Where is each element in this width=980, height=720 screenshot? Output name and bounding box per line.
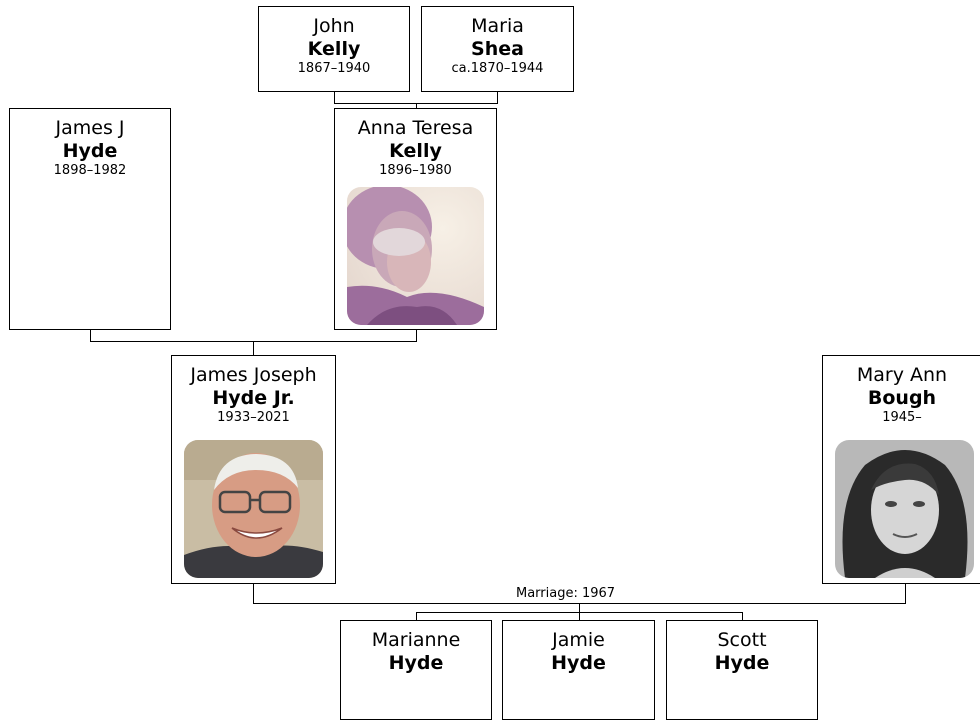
person-james-joseph-hyde-jr[interactable]: James Joseph Hyde Jr. 1933–2021	[171, 355, 336, 584]
life-dates: 1945–	[882, 410, 922, 425]
surname: Kelly	[389, 140, 442, 162]
surname: Kelly	[307, 38, 361, 60]
connector-line	[253, 341, 254, 355]
connector-line	[497, 92, 498, 104]
connector-line	[416, 330, 417, 342]
given-name: James J	[55, 117, 125, 139]
connector-line	[334, 92, 335, 104]
life-dates: 1896–1980	[379, 163, 452, 178]
surname: Hyde	[714, 652, 770, 674]
given-name: John	[313, 15, 355, 37]
surname: Hyde	[551, 652, 606, 674]
surname: Hyde Jr.	[212, 387, 295, 409]
life-dates: 1867–1940	[297, 61, 371, 76]
life-dates: ca.1870–1944	[451, 61, 544, 76]
connector-line	[253, 584, 254, 604]
marriage-label: Marriage: 1967	[514, 586, 618, 601]
life-dates: 1898–1982	[53, 163, 127, 178]
person-scott-hyde[interactable]: Scott Hyde	[666, 620, 818, 720]
connector-line	[905, 584, 906, 604]
portrait-elderly-woman-icon[interactable]	[347, 187, 484, 325]
surname: Hyde	[62, 140, 118, 162]
given-name: Mary Ann	[856, 364, 948, 386]
person-maria-shea[interactable]: Maria Shea ca.1870–1944	[421, 6, 574, 92]
connector-line	[579, 612, 580, 621]
given-name: Jamie	[552, 629, 605, 651]
surname: Bough	[867, 387, 937, 409]
connector-line	[742, 612, 743, 621]
person-james-j-hyde[interactable]: James J Hyde 1898–1982	[9, 108, 171, 330]
given-name: Anna Teresa	[357, 117, 474, 139]
person-john-kelly[interactable]: John Kelly 1867–1940	[258, 6, 410, 92]
connector-line	[579, 603, 580, 613]
portrait-young-woman-bw-icon[interactable]	[835, 440, 974, 578]
given-name: Scott	[717, 629, 767, 651]
connector-line	[90, 330, 91, 342]
connector-line	[416, 103, 417, 109]
connector-line	[416, 612, 417, 621]
person-mary-ann-bough[interactable]: Mary Ann Bough 1945–	[822, 355, 980, 584]
surname: Shea	[471, 38, 524, 60]
given-name: Marianne	[371, 629, 461, 651]
given-name: Maria	[471, 15, 524, 37]
surname: Hyde	[388, 652, 444, 674]
person-anna-teresa-kelly[interactable]: Anna Teresa Kelly 1896–1980	[334, 108, 497, 330]
portrait-elderly-man-icon[interactable]	[184, 440, 323, 578]
person-jamie-hyde[interactable]: Jamie Hyde	[502, 620, 655, 720]
person-marianne-hyde[interactable]: Marianne Hyde	[340, 620, 492, 720]
given-name: James Joseph	[190, 364, 317, 386]
life-dates: 1933–2021	[217, 410, 290, 425]
